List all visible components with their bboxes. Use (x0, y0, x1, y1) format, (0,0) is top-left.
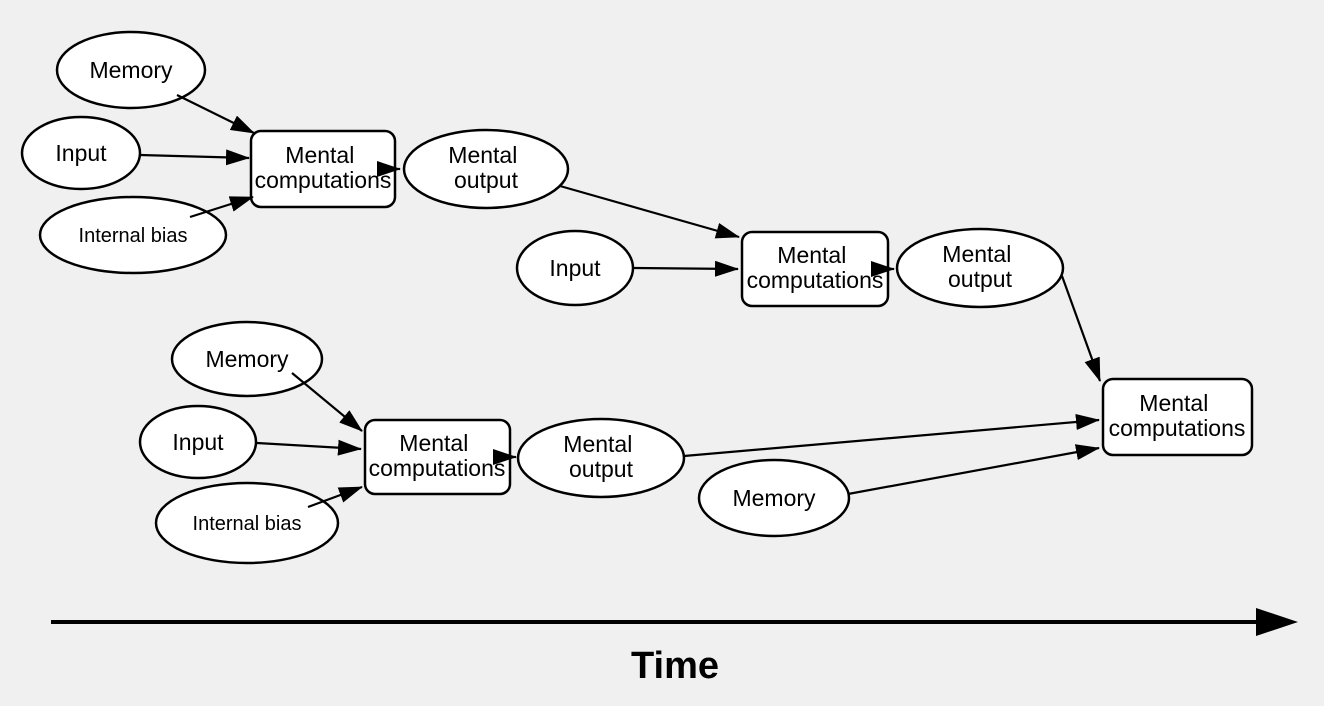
node-mental-output-1: Mental output (402, 128, 570, 210)
mental-computations-1-line2: computations (255, 167, 392, 193)
edge-internal-bias-2-to-mental-computations-3 (307, 485, 363, 509)
input-2-label: Input (549, 255, 601, 281)
edge-mental-output-1-to-mental-computations-2 (559, 184, 740, 239)
node-memory-2: Memory (170, 320, 324, 398)
edges (139, 94, 1102, 509)
mental-computations-2-line2: computations (747, 267, 884, 293)
internal-bias-2-label: Internal bias (193, 513, 302, 535)
mental-output-3-label: Mental output (563, 431, 638, 482)
mental-output-3-line2: output (569, 456, 634, 482)
internal-bias-2-ellipse (154, 481, 340, 565)
mental-computations-3-line1: Mental (399, 430, 468, 456)
input-1-label: Input (55, 140, 107, 166)
node-mental-computations-4: Mental computations (1101, 377, 1254, 457)
node-mental-computations-1: Mental computations (249, 129, 397, 209)
mental-computations-4-line2: computations (1109, 415, 1246, 441)
edge-mental-output-2-to-mental-computations-4 (1060, 275, 1102, 382)
time-axis-label: Time (631, 645, 719, 687)
input-3-ellipse (138, 404, 258, 480)
node-mental-output-2: Mental output (895, 227, 1065, 309)
mental-computations-2-label: Mental computations (747, 242, 884, 293)
node-input-3: Input (138, 404, 258, 480)
node-memory-1: Memory (55, 30, 207, 110)
node-input-2: Input (515, 229, 635, 307)
mental-computations-3-line2: computations (369, 455, 506, 481)
mental-computations-4-label: Mental computations (1109, 390, 1246, 441)
edge-memory-3-to-mental-computations-4 (847, 444, 1100, 496)
memory-1-label: Memory (89, 57, 173, 83)
mental-output-2-ellipse (895, 227, 1065, 309)
edge-memory-2-to-mental-computations-3 (291, 372, 363, 432)
node-memory-3: Memory (697, 458, 851, 538)
memory-3-ellipse (697, 458, 851, 538)
node-input-1: Input (20, 115, 142, 191)
edge-input-3-to-mental-computations-3 (256, 439, 362, 456)
mental-computations-3-label: Mental computations (369, 430, 506, 481)
input-1-ellipse (20, 115, 142, 191)
edge-memory-1-to-mental-computations-1 (176, 94, 255, 134)
mental-output-1-ellipse (402, 128, 570, 210)
node-mental-computations-2: Mental computations (740, 230, 890, 308)
edge-internal-bias-1-to-mental-computations-1 (189, 195, 254, 219)
mental-computations-1-label: Mental computations (255, 142, 392, 193)
memory-2-ellipse (170, 320, 324, 398)
memory-1-ellipse (55, 30, 207, 110)
mental-output-1-line1: Mental (448, 142, 517, 168)
node-internal-bias-1: Internal bias (38, 195, 228, 275)
input-3-label: Input (172, 429, 224, 455)
memory-2-label: Memory (205, 346, 289, 372)
node-mental-computations-3: Mental computations (363, 418, 512, 496)
mental-computations-2-line1: Mental (777, 242, 846, 268)
mental-output-2-line1: Mental (942, 241, 1011, 267)
internal-bias-1-ellipse (38, 195, 228, 275)
memory-3-label: Memory (732, 485, 816, 511)
mental-computations-4-line1: Mental (1139, 390, 1208, 416)
edge-input-2-to-mental-computations-2 (632, 260, 739, 277)
time-axis-arrowhead-icon (1256, 608, 1298, 636)
mental-computations-4-rect (1101, 377, 1254, 457)
node-mental-output-3: Mental output (516, 417, 686, 499)
mental-output-3-ellipse (516, 417, 686, 499)
mental-output-1-label: Mental output (448, 142, 523, 193)
edge-mental-output-3-to-mental-computations-4 (683, 414, 1100, 458)
mental-output-2-label: Mental output (942, 241, 1017, 292)
node-internal-bias-2: Internal bias (154, 481, 340, 565)
internal-bias-1-label: Internal bias (79, 225, 188, 247)
mental-output-2-line2: output (948, 266, 1013, 292)
edge-input-1-to-mental-computations-1 (139, 149, 250, 166)
time-axis: Time (51, 608, 1298, 687)
mental-computations-1-line1: Mental (285, 142, 354, 168)
mental-output-1-line2: output (454, 167, 519, 193)
mental-output-3-line1: Mental (563, 431, 632, 457)
